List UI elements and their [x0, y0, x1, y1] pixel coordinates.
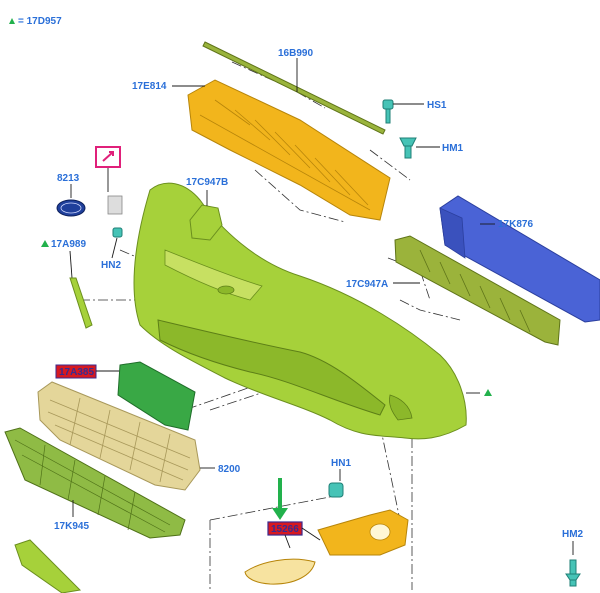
hn2-nut	[112, 227, 123, 238]
part-17E814: 17E814	[132, 79, 391, 221]
fog-lamp-bezel-right	[317, 509, 409, 556]
part-8200: 8200	[37, 381, 241, 491]
part-badge-bracket	[95, 146, 123, 215]
lower-energy-absorber	[394, 235, 561, 346]
fog-lamp-bezel-left	[244, 558, 316, 585]
part-16B990: 16B990	[202, 41, 386, 135]
lower-spoiler-partial	[14, 539, 82, 593]
part-17K876: 17K876	[439, 195, 600, 323]
front-bumper-cover	[133, 182, 467, 440]
label-17A385: 17A385	[59, 367, 94, 378]
label-15266: 15266	[271, 524, 299, 535]
legend-text: = 17D957	[18, 16, 62, 27]
part-17A989: 17A989	[41, 239, 93, 329]
label-HS1: HS1	[427, 100, 447, 111]
part-8213: 8213	[56, 173, 86, 217]
label-HN1: HN1	[331, 458, 351, 469]
legend: = 17D957	[9, 16, 62, 27]
part-17C947A: 17C947A	[346, 235, 561, 346]
upper-seal-strip	[202, 41, 386, 135]
part-HM1: HM1	[399, 137, 464, 159]
license-plate-bracket	[117, 361, 196, 431]
bumper-indicator-triangle-icon	[484, 389, 492, 396]
label-HM2: HM2	[562, 529, 584, 540]
part-15266: 15266	[244, 478, 409, 585]
label-box-17A385	[55, 364, 97, 379]
legend-triangle-icon	[9, 18, 15, 24]
hm1-clip	[399, 137, 417, 147]
label-HN2: HN2	[101, 260, 121, 271]
label-HM1: HM1	[442, 143, 464, 154]
part-17K945: 17K945	[4, 427, 186, 539]
lower-grille	[4, 427, 186, 539]
energy-absorber-upper	[187, 79, 391, 221]
badge-bracket-piece	[107, 195, 123, 215]
part-HN2: HN2	[101, 227, 123, 271]
part-bumper-cover	[133, 182, 492, 440]
hs1-fastener	[382, 99, 394, 110]
label-17K945: 17K945	[54, 521, 89, 532]
label-17C947A: 17C947A	[346, 279, 388, 290]
hn1-nut	[328, 482, 344, 498]
part-17A385: 17A385	[55, 361, 196, 431]
indicator-17A989-triangle-icon	[41, 240, 49, 247]
label-17K876: 17K876	[498, 219, 533, 230]
part-17C947B: 17C947B	[186, 177, 228, 241]
part-HS1: HS1	[382, 99, 447, 124]
label-8213: 8213	[57, 173, 80, 184]
upper-grille	[37, 381, 201, 491]
part-HM2: HM2	[562, 529, 584, 587]
label-17E814: 17E814	[132, 81, 167, 92]
hm2-clip	[569, 559, 577, 587]
bracket-17C947B	[189, 204, 223, 241]
label-17C947B: 17C947B	[186, 177, 228, 188]
side-bracket-17A989	[69, 277, 93, 329]
label-17A989: 17A989	[51, 239, 86, 250]
label-16B990: 16B990	[278, 48, 313, 59]
part-HN1: HN1	[328, 458, 351, 498]
label-8200: 8200	[218, 464, 241, 475]
